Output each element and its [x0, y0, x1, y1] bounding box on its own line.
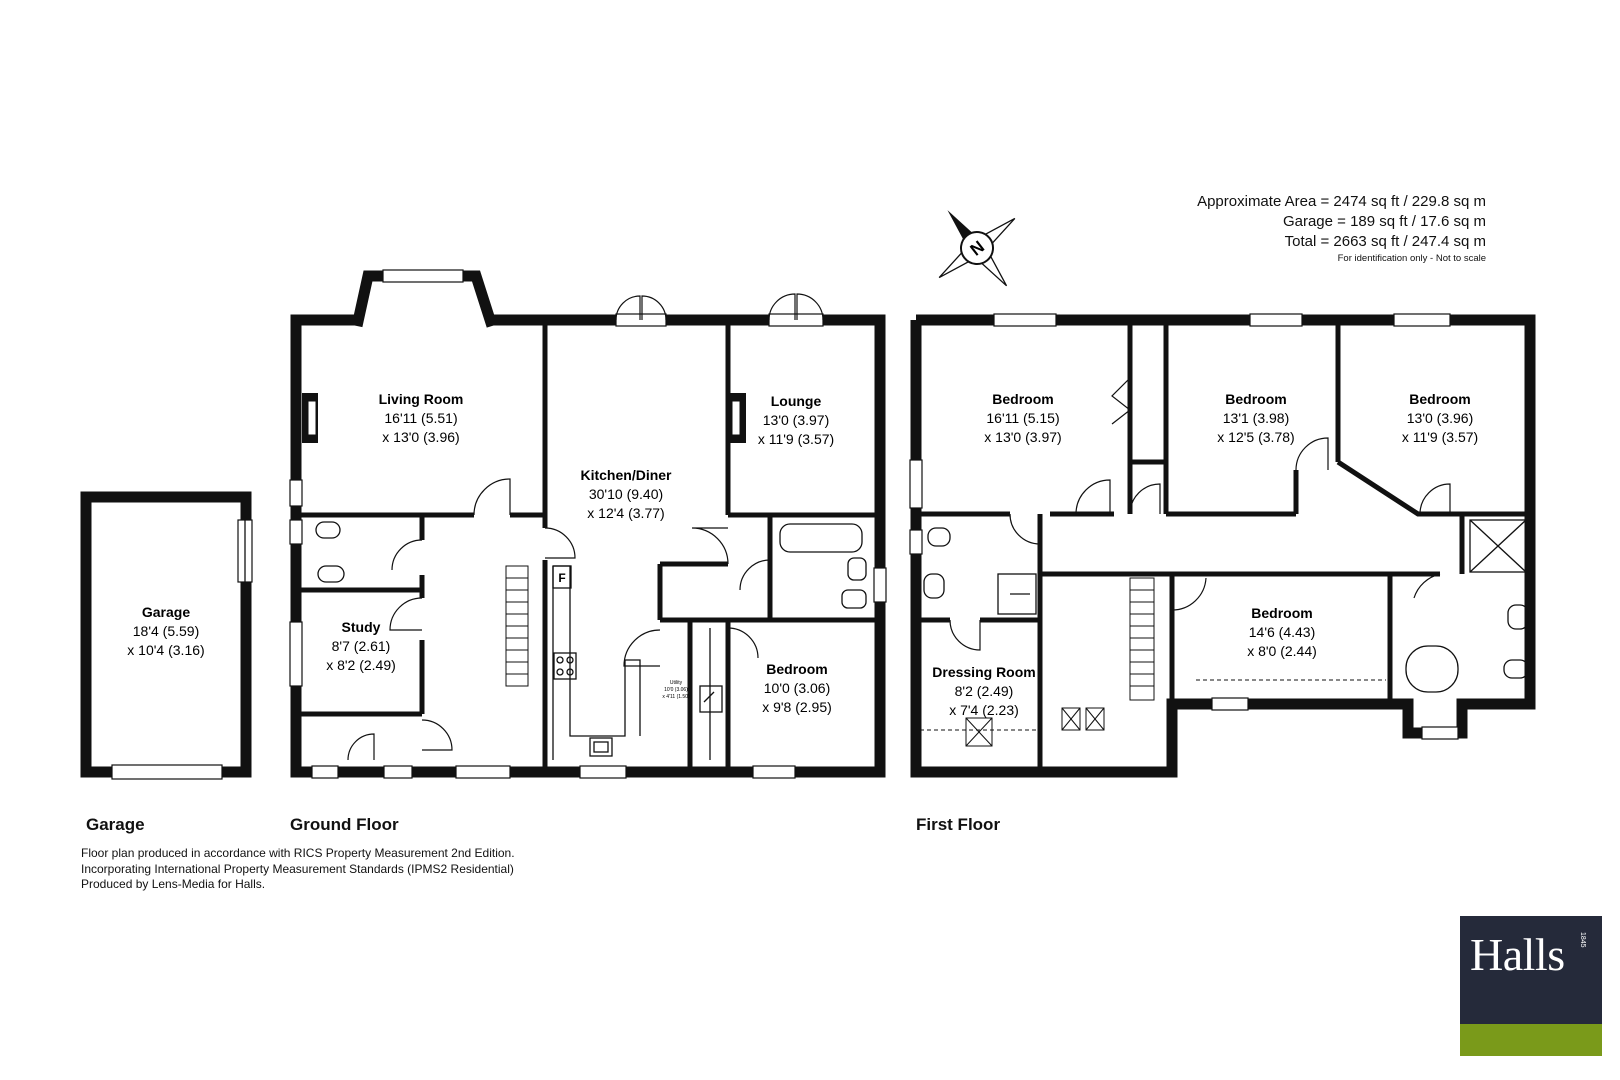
room-name-kitchen: Kitchen/Diner — [580, 467, 672, 483]
room-dim-study-1: 8'7 (2.61) — [332, 638, 391, 654]
fridge-label: F — [558, 571, 565, 585]
room-dim-bedroom-4-b: x 8'0 (2.44) — [1247, 643, 1317, 659]
room-name-bedroom-1: Bedroom — [992, 391, 1053, 407]
room-dim-dressing-1: 8'2 (2.49) — [955, 683, 1014, 699]
room-dim-kitchen-1: 30'10 (9.40) — [589, 486, 663, 502]
brand-name: Halls — [1470, 929, 1565, 980]
room-dim-lounge-2: x 11'9 (3.57) — [758, 431, 834, 447]
room-dim-garage-2: x 10'4 (3.16) — [127, 642, 204, 658]
brand-year: 1845 — [1579, 932, 1586, 948]
room-name-lounge: Lounge — [771, 393, 822, 409]
room-dim-kitchen-2: x 12'4 (3.77) — [587, 505, 664, 521]
room-dim-bedroom-3-b: x 11'9 (3.57) — [1402, 429, 1478, 445]
floor-label-garage: Garage — [86, 815, 145, 834]
room-name-study: Study — [342, 619, 381, 635]
halls-logo: Halls 1845 — [1460, 916, 1602, 1056]
room-dim-bedroom-1-a: 16'11 (5.15) — [986, 410, 1059, 426]
room-name-bedroom-3: Bedroom — [1409, 391, 1470, 407]
room-name-utility: Utility — [670, 680, 683, 686]
scale-note: For identification only - Not to scale — [1337, 253, 1486, 264]
room-dim-utility-1: 10'0 (3.06) — [664, 687, 688, 693]
room-name-dressing: Dressing Room — [932, 664, 1035, 680]
garage-plan — [80, 491, 253, 780]
room-dim-living-1: 16'11 (5.51) — [384, 410, 457, 426]
room-name-bedroom-2: Bedroom — [1225, 391, 1286, 407]
floor-label-first: First Floor — [916, 815, 1001, 834]
ground-floor-plan — [289, 269, 887, 779]
area-summary: Approximate Area = 2474 sq ft / 229.8 sq… — [1197, 192, 1486, 266]
area-approx: Approximate Area = 2474 sq ft / 229.8 sq… — [1197, 193, 1486, 210]
room-dim-bedroom-4-a: 14'6 (4.43) — [1249, 624, 1316, 640]
room-name-ground-bedroom: Bedroom — [766, 661, 827, 677]
room-dim-utility-2: x 4'11 (1.50) — [662, 694, 690, 700]
room-name-bedroom-4: Bedroom — [1251, 605, 1312, 621]
first-floor-plan — [909, 313, 1536, 778]
room-name-garage: Garage — [142, 604, 190, 620]
measurement-footnote: Floor plan produced in accordance with R… — [81, 846, 515, 891]
room-dim-ground-bedroom-1: 10'0 (3.06) — [764, 680, 831, 696]
room-dim-bedroom-3-a: 13'0 (3.96) — [1407, 410, 1474, 426]
room-dim-living-2: x 13'0 (3.96) — [382, 429, 459, 445]
compass-icon — [938, 210, 1016, 287]
area-garage: Garage = 189 sq ft / 17.6 sq m — [1282, 213, 1486, 230]
room-dim-study-2: x 8'2 (2.49) — [326, 657, 396, 673]
room-labels: Garage 18'4 (5.59) x 10'4 (3.16) Living … — [127, 391, 1478, 718]
room-name-living: Living Room — [379, 391, 464, 407]
garage-door — [111, 764, 223, 780]
area-total: Total = 2663 sq ft / 247.4 sq m — [1284, 233, 1486, 250]
room-dim-dressing-2: x 7'4 (2.23) — [949, 702, 1019, 718]
floor-label-ground: Ground Floor — [290, 815, 399, 834]
brand-accent-bar — [1460, 1024, 1602, 1056]
room-dim-bedroom-1-b: x 13'0 (3.97) — [984, 429, 1061, 445]
room-dim-bedroom-2-b: x 12'5 (3.78) — [1217, 429, 1294, 445]
room-dim-ground-bedroom-2: x 9'8 (2.95) — [762, 699, 832, 715]
room-dim-garage-1: 18'4 (5.59) — [133, 623, 200, 639]
room-dim-lounge-1: 13'0 (3.97) — [763, 412, 830, 428]
room-dim-bedroom-2-a: 13'1 (3.98) — [1223, 410, 1290, 426]
